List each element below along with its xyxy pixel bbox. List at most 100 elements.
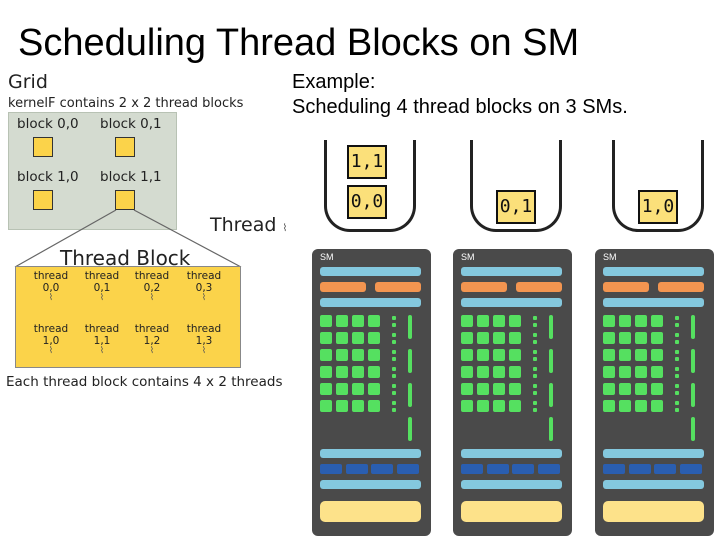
warp-scheduler-bar <box>375 282 421 292</box>
core-cell <box>635 383 647 395</box>
core-cell <box>603 383 615 395</box>
block-1-1 <box>115 190 135 210</box>
core-cell <box>461 349 473 361</box>
sfu-dot <box>675 340 679 344</box>
core-cell <box>619 315 631 327</box>
ldst-line <box>408 349 412 373</box>
ldst-line <box>691 417 695 441</box>
shared-memory-bar <box>461 501 562 522</box>
example-description: Scheduling 4 thread blocks on 3 SMs. <box>292 96 628 118</box>
thread-block-tile: 0,1 <box>496 190 536 224</box>
register-bar <box>603 449 704 458</box>
core-cell <box>635 332 647 344</box>
core-cell <box>320 315 332 327</box>
sfu-dot <box>392 333 396 337</box>
block-label-1-1: block 1,1 <box>100 169 162 185</box>
squiggle-icon: ⌇ <box>201 346 207 356</box>
grid-label: Grid <box>8 71 48 93</box>
register-bar <box>461 449 562 458</box>
core-cell <box>603 400 615 412</box>
thread-index: 0,3 <box>195 282 213 294</box>
warp-scheduler-bar <box>320 282 366 292</box>
core-cell <box>368 315 380 327</box>
sfu-dot <box>533 323 537 327</box>
shared-memory-bar <box>603 501 704 522</box>
sfu-dot <box>533 340 537 344</box>
ldst-line <box>408 417 412 441</box>
sfu-dot <box>675 316 679 320</box>
core-cell <box>651 332 663 344</box>
core-cell <box>336 332 348 344</box>
dispatch-bar <box>603 298 704 307</box>
core-cell <box>651 400 663 412</box>
core-cell <box>477 366 489 378</box>
core-cell <box>509 349 521 361</box>
thread-index: 0,2 <box>143 282 161 294</box>
sm-label: SM <box>603 252 617 262</box>
sfu-dot <box>392 323 396 327</box>
load-store-unit <box>603 464 625 474</box>
core-cell <box>352 332 364 344</box>
sfu-dot <box>675 384 679 388</box>
warp-scheduler-bar <box>516 282 562 292</box>
load-store-unit <box>679 464 702 474</box>
core-cell <box>368 332 380 344</box>
thread-label: thread <box>186 323 222 335</box>
thread-block-tile: 1,1 <box>347 145 387 179</box>
block-label-1-0: block 1,0 <box>17 169 79 185</box>
core-cell <box>368 349 380 361</box>
core-cell <box>320 366 332 378</box>
core-cell <box>336 366 348 378</box>
sfu-dot <box>675 357 679 361</box>
sfu-dot <box>392 367 396 371</box>
core-cell <box>352 366 364 378</box>
thread-label: thread <box>186 270 222 282</box>
block-label-0-1: block 0,1 <box>100 116 162 132</box>
thread-block-tile: 1,0 <box>638 190 678 224</box>
sfu-dot <box>675 374 679 378</box>
core-cell <box>461 332 473 344</box>
ldst-line <box>691 349 695 373</box>
thread-index: 0,0 <box>42 282 60 294</box>
core-cell <box>336 349 348 361</box>
sfu-dot <box>392 384 396 388</box>
ldst-line <box>691 383 695 407</box>
sm-label: SM <box>320 252 334 262</box>
load-store-unit <box>537 464 560 474</box>
squiggle-icon: ⌇ <box>99 346 105 356</box>
core-cell <box>619 349 631 361</box>
core-cell <box>352 315 364 327</box>
sfu-dot <box>533 374 537 378</box>
ldst-line <box>408 383 412 407</box>
sm-label: SM <box>461 252 475 262</box>
sm-3: SM <box>595 249 714 536</box>
core-cell <box>368 400 380 412</box>
squiggle-icon: ⌇ <box>149 346 155 356</box>
core-cell <box>619 366 631 378</box>
core-cell <box>603 349 615 361</box>
core-cell <box>619 332 631 344</box>
core-cell <box>651 349 663 361</box>
block-1-0 <box>33 190 53 210</box>
squiggle-icon: ⌇ <box>48 346 54 356</box>
core-cell <box>651 383 663 395</box>
core-cell <box>493 315 505 327</box>
core-cell <box>336 315 348 327</box>
core-cell <box>461 366 473 378</box>
core-cell <box>619 383 631 395</box>
dispatch-bar <box>320 298 421 307</box>
core-cell <box>493 332 505 344</box>
sfu-dot <box>533 333 537 337</box>
thread-label: thread <box>84 270 120 282</box>
load-store-unit <box>654 464 676 474</box>
example-text: Example: Scheduling 4 thread blocks on 3… <box>292 70 628 120</box>
core-cell <box>336 383 348 395</box>
sfu-dot <box>533 350 537 354</box>
block-label-0-0: block 0,0 <box>17 116 79 132</box>
grid-description: kernelF contains 2 x 2 thread blocks <box>8 96 244 111</box>
core-cell <box>651 366 663 378</box>
